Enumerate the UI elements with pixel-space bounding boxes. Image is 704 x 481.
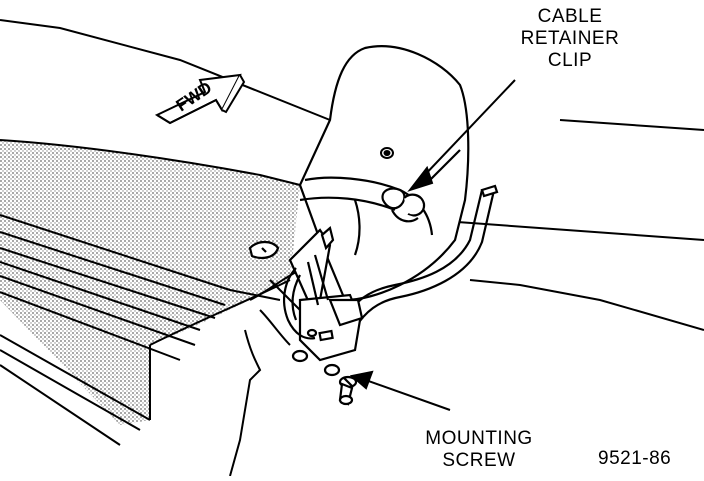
mount-label-line-1: MOUNTING xyxy=(425,428,533,449)
mount-label-line-2: SCREW xyxy=(442,450,516,471)
cable-retainer-clip-label: CABLE RETAINER CLIP xyxy=(510,6,630,72)
mounting-screw-label: MOUNTING SCREW xyxy=(404,428,554,472)
cable-label-line-3: CLIP xyxy=(547,50,593,71)
leader-arrows xyxy=(349,79,516,411)
body-outline-lines xyxy=(0,19,704,477)
fwd-arrow-icon: FWD xyxy=(154,73,246,125)
cable-label-line-2: RETAINER xyxy=(520,28,620,49)
upper-bolt xyxy=(380,147,394,159)
cable-retainer-clip xyxy=(381,187,426,223)
mounting-screw xyxy=(338,375,358,406)
floor-pan-stipple xyxy=(0,140,300,425)
switch-bracket-assembly xyxy=(248,225,364,377)
cable-label-line-1: CABLE xyxy=(537,6,603,27)
figure-number: 9521-86 xyxy=(598,448,672,469)
